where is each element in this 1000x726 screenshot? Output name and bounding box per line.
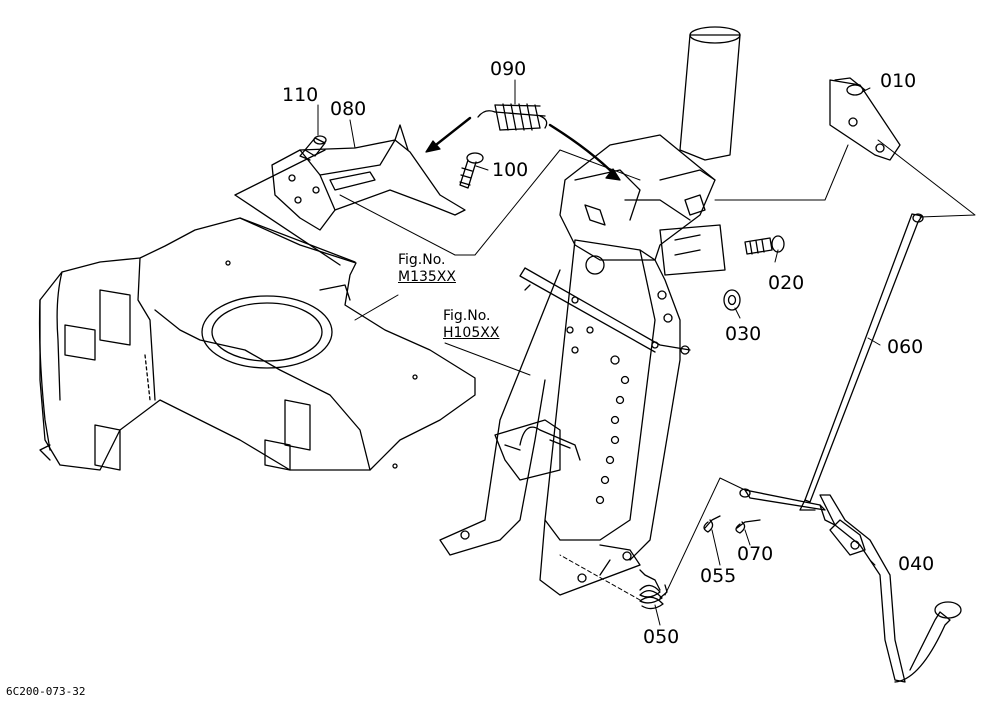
part-label-040: 040	[898, 553, 935, 575]
plate-010	[829, 77, 901, 161]
part-label-070: 070	[737, 543, 774, 565]
part-label-060: 060	[887, 336, 924, 358]
part-label-055: 055	[700, 565, 737, 587]
part-label-100: 100	[492, 159, 529, 181]
part-label-020: 020	[768, 272, 805, 294]
spring-050	[639, 569, 668, 610]
figure-ref-code: H105XX	[443, 324, 500, 341]
leader-lines	[317, 79, 976, 626]
part-label-110: 110	[282, 84, 319, 106]
figure-ref-code: M135XX	[398, 268, 456, 285]
rod-060	[799, 213, 924, 511]
housing-frame	[38, 217, 476, 471]
part-label-050: 050	[643, 626, 680, 648]
bolt-020	[744, 235, 785, 255]
part-label-010: 010	[880, 70, 917, 92]
figure-ref-caption: Fig.No.	[398, 252, 446, 268]
bolt-100	[459, 152, 484, 189]
part-label-090: 090	[490, 58, 527, 80]
clip-055	[703, 515, 721, 533]
figure-ref-m135[interactable]: Fig.No. M135XX	[398, 252, 456, 286]
spring-090	[425, 103, 621, 181]
clip-070	[735, 519, 761, 534]
bolt-110	[299, 135, 327, 161]
part-label-080: 080	[330, 98, 367, 120]
pedal-arm-040	[739, 488, 962, 683]
figure-ref-h105[interactable]: Fig.No. H105XX	[443, 308, 499, 342]
drawing-code: 6C200-073-32	[6, 685, 86, 698]
nut-030	[723, 289, 741, 311]
figure-ref-caption: Fig.No.	[443, 308, 491, 324]
steering-column	[439, 26, 741, 596]
part-label-030: 030	[725, 323, 762, 345]
